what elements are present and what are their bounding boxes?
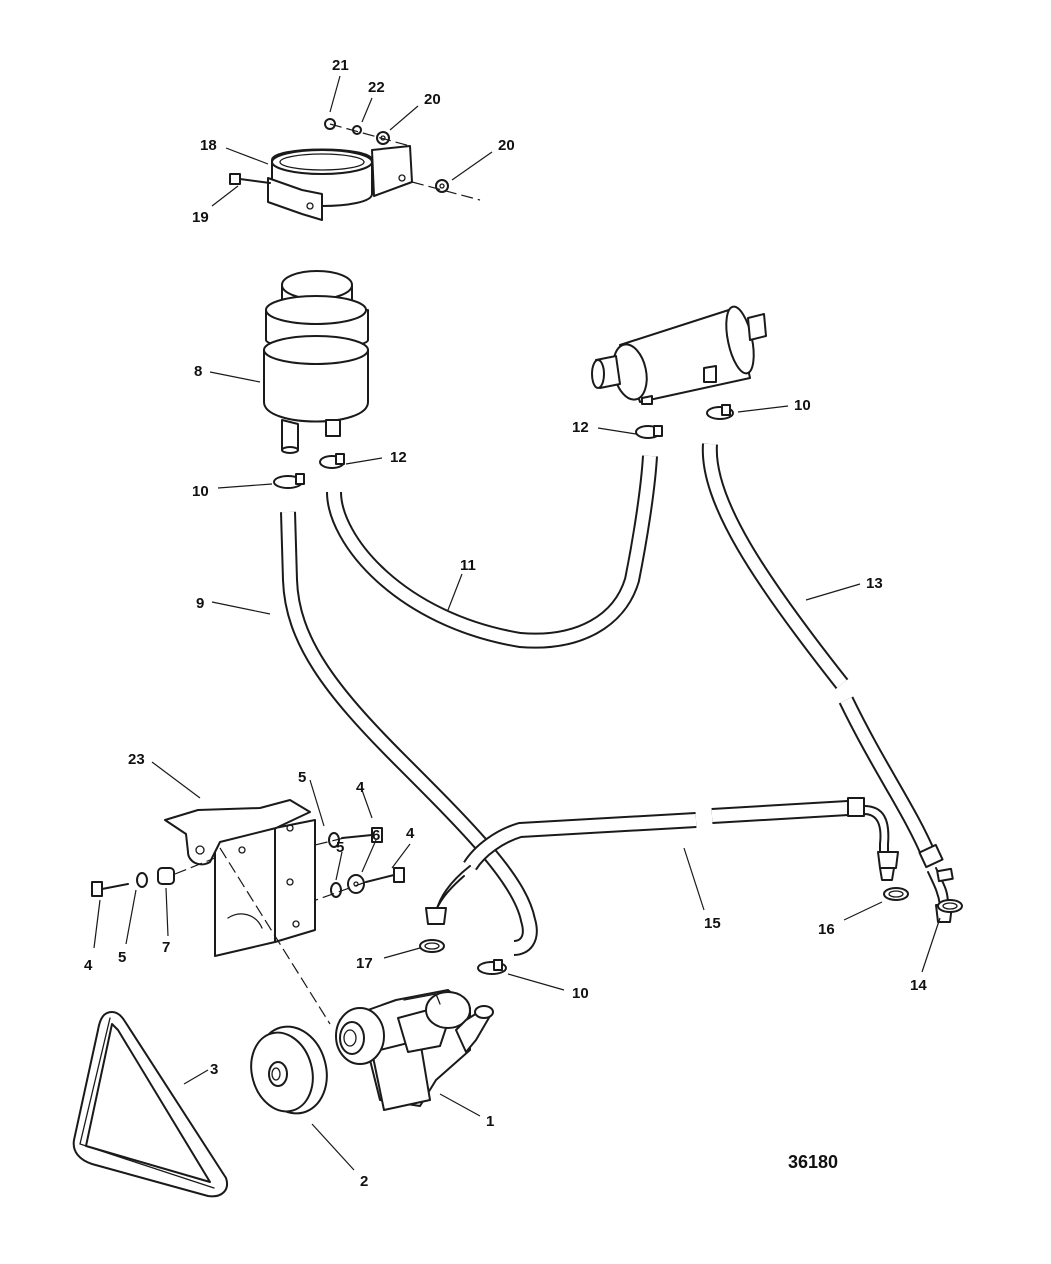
callout-13: 13 xyxy=(866,575,883,592)
drive-belt xyxy=(72,1011,228,1198)
callout-4-left: 4 xyxy=(84,957,93,974)
callout-10-pump: 10 xyxy=(572,985,589,1002)
bolt-4-upper xyxy=(341,827,383,843)
callout-22: 22 xyxy=(368,79,385,96)
hose-clamp-12-reservoir xyxy=(319,453,345,469)
fluid-reservoir xyxy=(263,270,369,454)
bolt-19 xyxy=(229,173,271,185)
pump-bracket xyxy=(164,799,316,957)
figure-number: 36180 xyxy=(788,1152,838,1172)
hose-clamp-10-pump xyxy=(477,959,507,975)
washer-5-left xyxy=(136,872,148,888)
callout-12-reservoir: 12 xyxy=(390,449,407,466)
callout-9: 9 xyxy=(196,595,204,612)
callout-6: 6 xyxy=(372,827,380,844)
callout-5-left: 5 xyxy=(118,949,126,966)
callout-8: 8 xyxy=(194,363,202,380)
hose-clamp-10-reservoir xyxy=(273,473,305,489)
lockwasher-22 xyxy=(352,125,362,135)
callout-18: 18 xyxy=(200,137,217,154)
washer-20-lower xyxy=(435,179,449,193)
bolt-4-lower-right xyxy=(365,867,405,883)
hose-clamp-12-cooler xyxy=(635,425,663,439)
callout-11: 11 xyxy=(460,557,476,574)
callout-5-upper: 5 xyxy=(298,769,306,786)
fluid-cooler xyxy=(591,305,767,405)
mounting-clamp xyxy=(267,145,413,221)
return-hose-9 xyxy=(280,511,538,956)
callout-12-cooler: 12 xyxy=(572,419,589,436)
callout-14: 14 xyxy=(910,977,927,994)
callout-10-cooler: 10 xyxy=(794,397,811,414)
callout-5-right: 5 xyxy=(336,839,344,856)
callout-17: 17 xyxy=(356,955,373,972)
spacer-7 xyxy=(157,867,175,885)
callout-15: 15 xyxy=(704,915,721,932)
callout-1: 1 xyxy=(486,1113,494,1130)
callout-19: 19 xyxy=(192,209,209,226)
callout-7: 7 xyxy=(162,939,170,956)
pump-pulley xyxy=(250,1025,328,1115)
hose-clamp-10-cooler xyxy=(706,404,734,420)
callout-4-upper: 4 xyxy=(356,779,365,796)
callout-3: 3 xyxy=(210,1061,218,1078)
callout-20-upper: 20 xyxy=(424,91,441,108)
callout-labels: 21 22 20 20 18 19 8 12 10 12 10 11 9 13 … xyxy=(84,57,927,1190)
power-steering-pump xyxy=(335,989,494,1111)
washer-5-lower-right xyxy=(330,882,342,898)
o-ring-16 xyxy=(883,887,909,901)
callout-10-reservoir: 10 xyxy=(192,483,209,500)
callout-21: 21 xyxy=(332,57,349,74)
o-ring-17 xyxy=(419,939,445,953)
o-ring-14 xyxy=(937,899,963,913)
cooler-hose-13 xyxy=(701,443,954,923)
callout-2: 2 xyxy=(360,1173,368,1190)
pressure-hose-15 xyxy=(425,797,899,925)
callout-4-right: 4 xyxy=(406,825,415,842)
cooler-hose-11 xyxy=(326,455,658,649)
callout-20-lower: 20 xyxy=(498,137,515,154)
callout-23: 23 xyxy=(128,751,145,768)
leader-lines xyxy=(93,75,941,1171)
bolt-4-left xyxy=(91,881,129,897)
callout-16: 16 xyxy=(818,921,835,938)
